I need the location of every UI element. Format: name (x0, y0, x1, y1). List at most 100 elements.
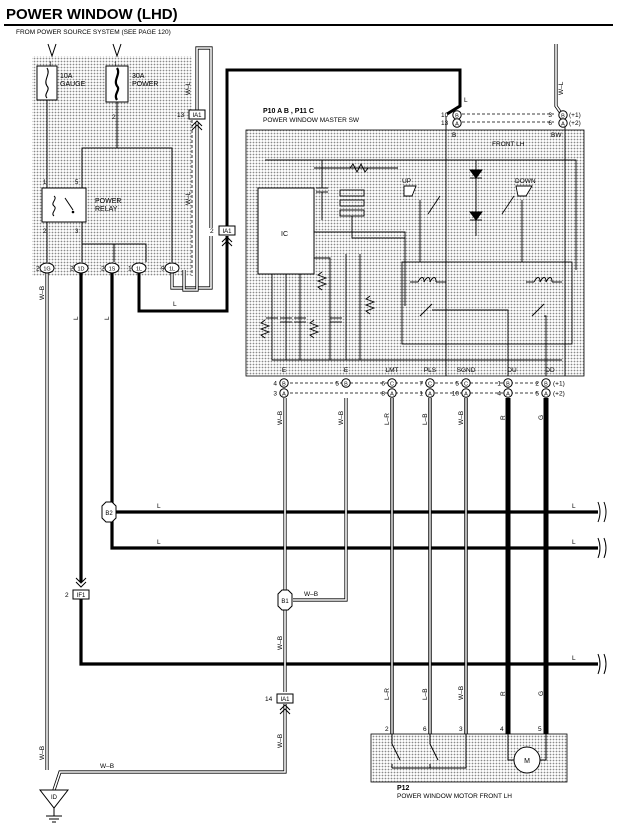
wire-labels: W–L W–L W–L L L W–B W–B L L L L L L L W–… (39, 81, 576, 770)
svg-text:DOWN: DOWN (515, 178, 536, 185)
connector-ia1-low: 14 IA1 (265, 693, 294, 715)
svg-text:L: L (73, 316, 80, 320)
svg-text:IC: IC (281, 231, 288, 238)
jb-internal-wiring (46, 100, 173, 262)
svg-text:9: 9 (161, 266, 165, 273)
svg-text:1: 1 (43, 180, 47, 186)
svg-text:8: 8 (381, 391, 385, 398)
svg-text:B: B (561, 114, 565, 120)
svg-text:G: G (538, 415, 545, 420)
row2-variant: (+2) (553, 391, 565, 398)
svg-text:13: 13 (177, 112, 185, 119)
svg-text:L: L (157, 539, 161, 546)
svg-text:L–B: L–B (422, 688, 429, 700)
svg-text:GAUGE: GAUGE (60, 81, 86, 88)
svg-text:W–L: W–L (185, 191, 192, 205)
svg-text:10A: 10A (60, 73, 73, 80)
svg-text:1D: 1D (77, 267, 84, 273)
svg-text:FRONT LH: FRONT LH (492, 141, 525, 148)
svg-text:UP: UP (402, 178, 411, 185)
svg-text:G: G (538, 691, 545, 696)
page-title: POWER WINDOW (LHD) (6, 6, 178, 23)
svg-text:2: 2 (70, 266, 74, 273)
svg-text:A: A (282, 392, 286, 398)
jb-pin: 9 1L (161, 262, 180, 274)
svg-text:2: 2 (385, 726, 389, 733)
master-switch: P10 A B , P11 C POWER WINDOW MASTER SW B… (245, 108, 585, 377)
power-window-motor: M 2 6 3 4 5 P12 POWER WINDOW MOTOR FRONT… (370, 726, 568, 800)
svg-text:W–B: W–B (458, 411, 465, 425)
svg-text:3: 3 (273, 391, 277, 398)
svg-text:1: 1 (49, 62, 53, 68)
svg-text:W–B: W–B (277, 411, 284, 425)
svg-text:A: A (390, 392, 394, 398)
svg-text:PLS: PLS (424, 367, 437, 374)
svg-text:E: E (344, 367, 349, 374)
svg-text:5: 5 (535, 391, 539, 398)
svg-text:10: 10 (441, 112, 449, 119)
svg-text:5: 5 (455, 381, 459, 388)
svg-text:W–L: W–L (558, 81, 565, 95)
svg-text:A: A (428, 392, 432, 398)
svg-text:M: M (524, 758, 530, 765)
svg-text:B: B (455, 114, 459, 120)
svg-text:2: 2 (65, 592, 69, 599)
svg-text:1L: 1L (136, 267, 142, 273)
svg-text:IF1: IF1 (77, 593, 86, 599)
connector-if1: 2 IF1 (65, 577, 90, 600)
power-fuse: 1 30A POWER 2 (105, 62, 158, 121)
svg-text:1: 1 (497, 381, 501, 388)
svg-text:L: L (572, 539, 576, 546)
svg-text:14: 14 (265, 696, 273, 703)
main-wires (45, 44, 598, 791)
svg-text:IA1: IA1 (222, 229, 232, 235)
svg-text:DD: DD (545, 367, 555, 374)
svg-text:1L: 1L (169, 267, 175, 273)
svg-text:L–R: L–R (384, 688, 391, 700)
svg-text:4: 4 (500, 726, 504, 733)
svg-text:SGND: SGND (457, 367, 476, 374)
svg-text:W–B: W–B (39, 286, 46, 300)
svg-text:LMT: LMT (386, 367, 399, 374)
svg-text:P12: P12 (397, 785, 410, 792)
svg-text:BW: BW (551, 132, 562, 139)
power-relay: 1 5 2 3 POWER RELAY (41, 180, 121, 235)
svg-text:B2: B2 (105, 511, 113, 517)
svg-text:W–B: W–B (100, 763, 114, 770)
svg-text:2: 2 (43, 229, 47, 235)
svg-text:4: 4 (273, 381, 277, 388)
svg-text:POWER WINDOW MOTOR FRONT LH: POWER WINDOW MOTOR FRONT LH (397, 793, 512, 800)
connector-ia1-top: 13 IA1 (177, 109, 206, 131)
svg-text:A: A (561, 122, 565, 128)
svg-text:13: 13 (441, 120, 449, 127)
svg-text:6: 6 (381, 381, 385, 388)
master-title: P10 A B , P11 C (263, 108, 314, 115)
svg-text:1S: 1S (109, 267, 116, 273)
master-bottom-labels: E E LMT PLS SGND DU DD (282, 367, 555, 374)
junction-block: 1 10A GAUGE 1 30A POWER 2 1 5 2 3 POWER … (32, 43, 193, 276)
svg-text:L: L (173, 301, 177, 308)
svg-text:DU: DU (507, 367, 517, 374)
ground-id: ID (38, 789, 70, 823)
row1-variant: (+1) (553, 381, 565, 388)
svg-text:ID: ID (51, 795, 58, 801)
svg-text:3: 3 (548, 112, 552, 119)
svg-text:W–L: W–L (185, 81, 192, 95)
svg-text:3: 3 (75, 229, 79, 235)
svg-text:R: R (500, 691, 507, 696)
svg-text:B: B (506, 382, 510, 388)
svg-text:A: A (544, 392, 548, 398)
svg-text:W–B: W–B (39, 746, 46, 760)
